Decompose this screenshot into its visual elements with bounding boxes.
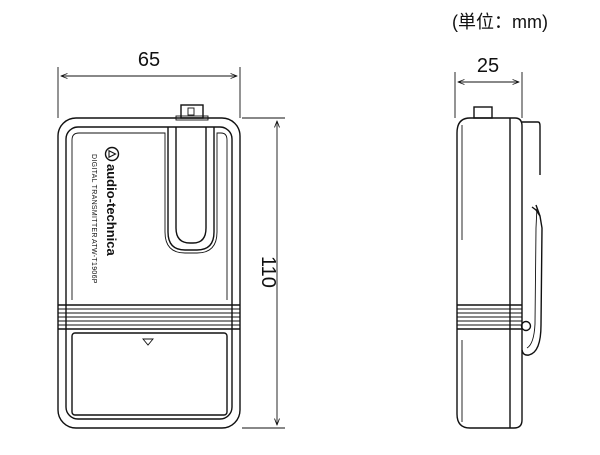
width-dimension: 65 [57,49,241,118]
side-body-outline [456,117,523,429]
audio-technica-logo-icon [104,146,120,162]
clip-slot [167,127,215,251]
belt-clip-icon [520,121,543,356]
body-inner-outline [65,126,233,420]
height-label: 110 [257,256,279,288]
side-connector [473,106,493,119]
model-number: ATW-T1906P [90,239,97,284]
depth-dimension: 25 [454,55,523,118]
side-view: 25 [454,55,543,429]
battery-cover [71,332,228,416]
upper-panel [71,132,228,300]
product-line: DIGITAL TRANSMITTER [90,154,97,238]
side-grip-band [457,304,522,330]
clip-slot-inner [175,127,207,244]
unit-label: (単位：mm) [452,12,548,32]
brand-block: audio-technica DIGITAL TRANSMITTER ATW-T… [90,146,120,284]
depth-label: 25 [477,55,499,77]
brand-name: audio-technica [104,164,119,257]
grip-band [58,304,240,330]
triangle-down-icon [142,338,154,346]
width-label: 65 [138,49,160,71]
height-dimension: 110 [242,117,285,429]
body-outline [57,117,241,429]
front-view: 65 110 audio-technica [57,49,285,429]
